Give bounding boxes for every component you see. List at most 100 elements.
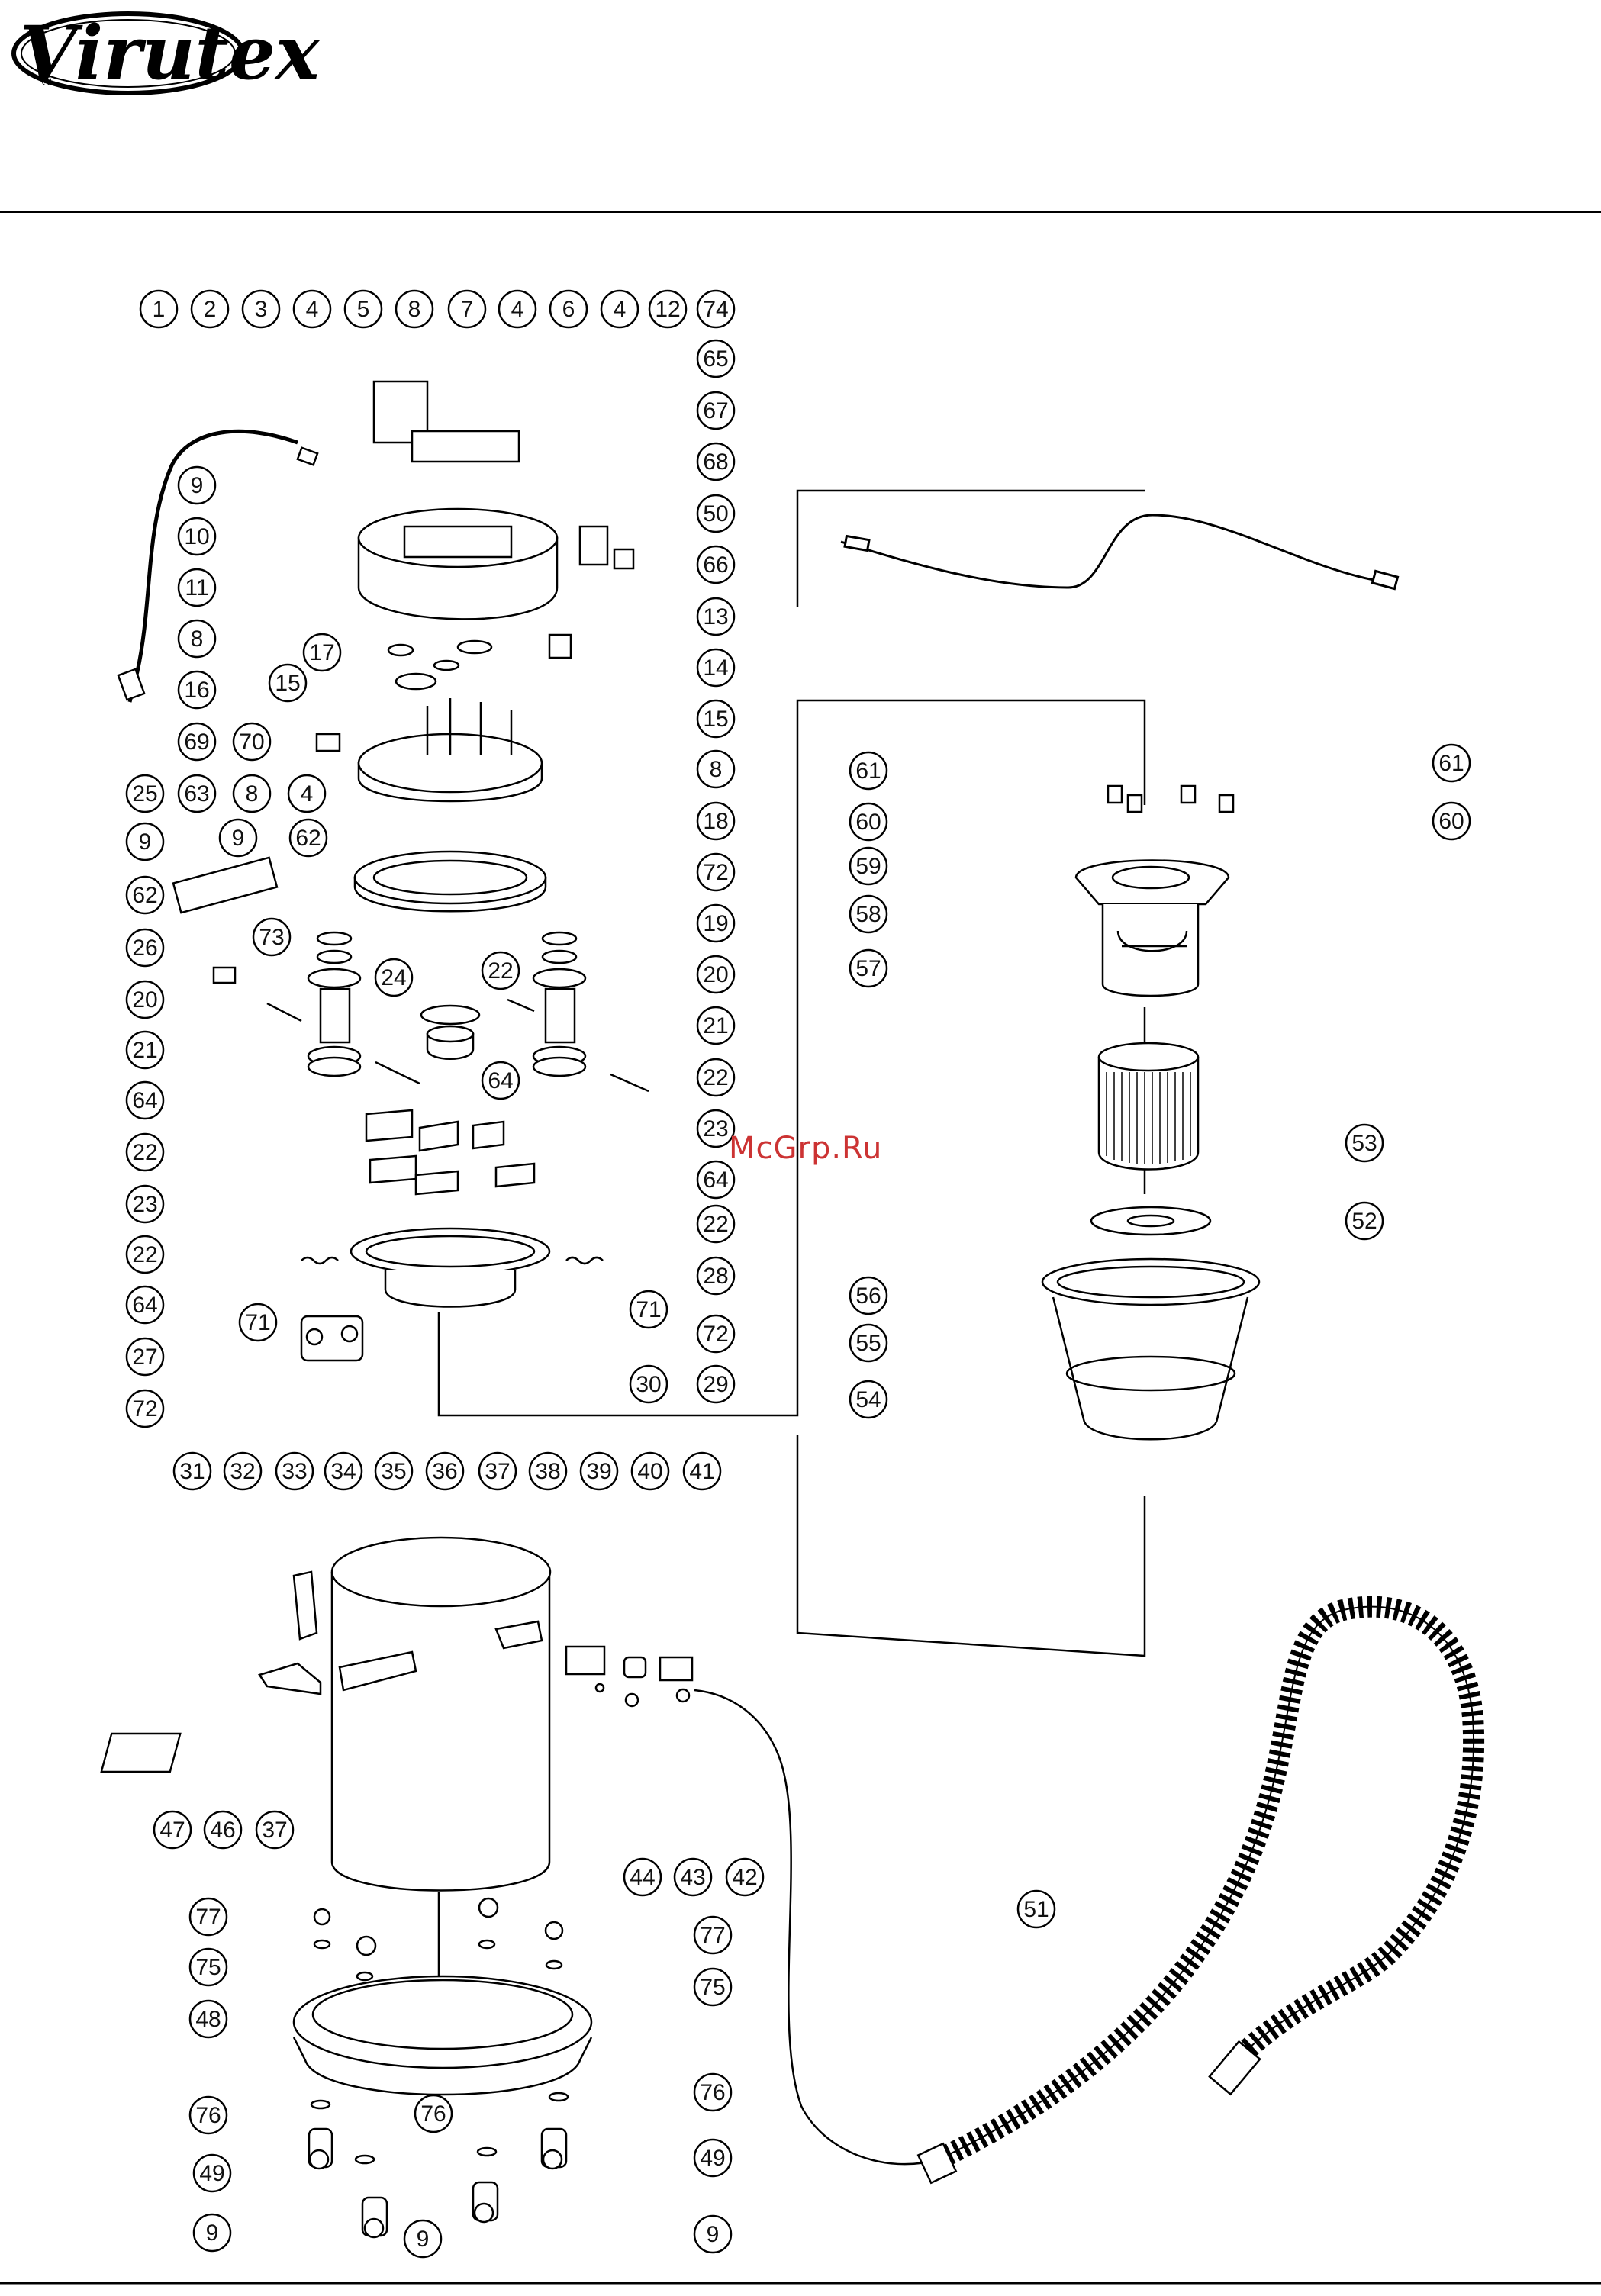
callout-c36: 36 <box>425 1451 465 1491</box>
callout-c71a: 71 <box>238 1303 278 1342</box>
callout-circle <box>125 1030 165 1070</box>
callout-circle <box>403 2219 443 2259</box>
callout-circle <box>125 1285 165 1325</box>
callout-c29: 29 <box>696 1364 736 1404</box>
callout-number: 22 <box>703 1212 728 1237</box>
callout-c9f: 9 <box>693 2214 733 2254</box>
callout-c17: 17 <box>302 633 342 672</box>
callout-number: 64 <box>488 1068 513 1093</box>
callout-circle <box>238 1303 278 1342</box>
callout-number: 62 <box>295 826 321 851</box>
callout-number: 23 <box>132 1192 157 1217</box>
callout-circle <box>849 802 888 842</box>
callout-circle <box>302 633 342 672</box>
callout-number: 76 <box>420 2101 446 2127</box>
callout-c22d: 22 <box>125 1235 165 1274</box>
callout-c55: 55 <box>849 1323 888 1363</box>
callout-circle <box>125 980 165 1019</box>
brand-logo: Virutex ® <box>11 10 321 96</box>
callout-c66: 66 <box>696 545 736 584</box>
callout-c44: 44 <box>623 1857 662 1897</box>
callout-number: 25 <box>132 781 157 807</box>
callout-number: 69 <box>184 729 209 755</box>
callout-number: 40 <box>637 1459 662 1484</box>
callout-circle <box>255 1810 295 1850</box>
callout-number: 19 <box>703 911 728 936</box>
callout-circle <box>275 1451 314 1491</box>
callout-circle <box>324 1451 363 1491</box>
callout-circle <box>549 289 588 329</box>
callout-number: 71 <box>245 1310 270 1335</box>
callout-c23b: 23 <box>125 1184 165 1224</box>
callout-circle <box>693 1967 733 2007</box>
callout-c25: 25 <box>125 774 165 813</box>
callout-c72c: 72 <box>125 1389 165 1428</box>
callout-circle <box>579 1451 619 1491</box>
callout-number: 15 <box>703 707 728 732</box>
callout-number: 14 <box>703 655 728 681</box>
callout-circle <box>498 289 537 329</box>
callout-circle <box>414 2094 453 2133</box>
callout-circle <box>696 1006 736 1045</box>
callout-number: 17 <box>309 640 334 665</box>
callout-circle <box>188 1999 228 2039</box>
callout-circle <box>693 2072 733 2112</box>
callout-c71b: 71 <box>629 1290 668 1329</box>
callout-c72a: 72 <box>696 852 736 892</box>
callout-c56: 56 <box>849 1276 888 1315</box>
callout-number: 47 <box>159 1818 185 1843</box>
callout-c76a: 76 <box>188 2095 228 2135</box>
callout-c4a: 4 <box>292 289 332 329</box>
callout-number: 7 <box>461 297 474 322</box>
callout-number: 44 <box>630 1865 655 1890</box>
callout-number: 20 <box>132 987 157 1013</box>
callout-number: 72 <box>132 1396 157 1422</box>
callout-circle <box>268 663 308 703</box>
callout-c2: 2 <box>190 289 230 329</box>
callout-number: 75 <box>195 1955 221 1980</box>
callout-circle <box>696 442 736 481</box>
callout-circle <box>693 2138 733 2178</box>
callout-number: 36 <box>432 1459 457 1484</box>
callout-circle <box>125 1184 165 1224</box>
callout-c14: 14 <box>696 648 736 688</box>
callout-number: 3 <box>255 297 268 322</box>
callout-number: 67 <box>703 398 728 423</box>
callout-number: 72 <box>703 860 728 885</box>
callout-number: 77 <box>700 1923 725 1948</box>
callout-number: 60 <box>1438 809 1464 834</box>
callout-number: 32 <box>230 1459 255 1484</box>
callout-number: 31 <box>179 1459 205 1484</box>
callout-c73: 73 <box>252 917 292 957</box>
callout-c61a: 61 <box>849 751 888 791</box>
callout-number: 72 <box>703 1322 728 1347</box>
callout-number: 76 <box>700 2080 725 2105</box>
callout-circle <box>696 494 736 533</box>
callout-circle <box>177 517 217 556</box>
callout-circle <box>1345 1201 1384 1241</box>
callout-number: 5 <box>357 297 370 322</box>
callout-c64d: 64 <box>481 1061 520 1100</box>
callout-c9d: 9 <box>192 2213 232 2253</box>
callout-circle <box>693 1915 733 1955</box>
callout-c4c: 4 <box>600 289 639 329</box>
callout-circle <box>374 958 414 997</box>
callout-circle <box>177 465 217 505</box>
callout-number: 37 <box>262 1818 287 1843</box>
callout-number: 37 <box>485 1459 510 1484</box>
callout-c16: 16 <box>177 670 217 710</box>
callout-circle <box>425 1451 465 1491</box>
callout-circle <box>696 1256 736 1296</box>
callout-number: 10 <box>184 524 209 549</box>
callout-circle <box>139 289 179 329</box>
callout-number: 2 <box>204 297 217 322</box>
callout-number: 49 <box>700 2146 725 2171</box>
callout-c10: 10 <box>177 517 217 556</box>
callout-circle <box>125 1389 165 1428</box>
callout-c72b: 72 <box>696 1314 736 1354</box>
callout-number: 8 <box>191 626 204 652</box>
callout-number: 9 <box>206 2220 219 2246</box>
callout-circle <box>849 751 888 791</box>
callout-number: 60 <box>855 810 881 835</box>
callout-number: 35 <box>381 1459 406 1484</box>
